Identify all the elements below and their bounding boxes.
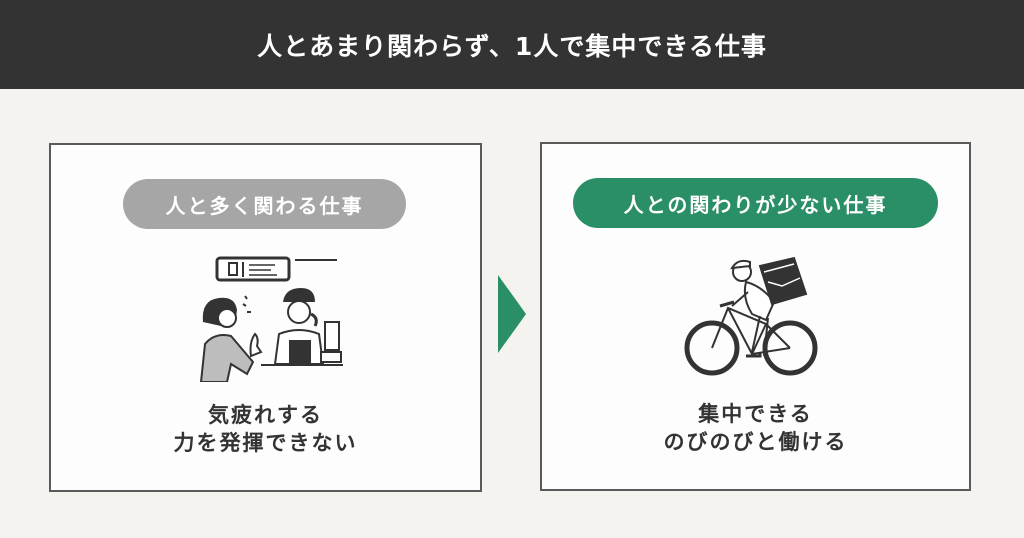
caption-line-2: のびのびと働ける [663,430,848,454]
card-many-interactions: 人と多く関わる仕事 気疲れする 力を発揮できない [49,143,482,492]
shop-clerk-illustration-icon [199,256,343,382]
delivery-cyclist-illustration-icon [684,256,818,376]
card-few-interactions: 人との関わりが少ない仕事 集中できる のびのびと働ける [540,142,971,491]
caption-line-1: 集中できる [698,402,813,426]
right-arrow-icon [498,275,526,353]
caption-many-interactions: 気疲れする 力を発揮できない [51,401,480,457]
caption-line-1: 気疲れする [208,403,323,427]
page-title: 人とあまり関わらず、1人で集中できる仕事 [257,31,767,61]
header-bar: 人とあまり関わらず、1人で集中できる仕事 [0,0,1024,89]
caption-few-interactions: 集中できる のびのびと働ける [542,400,969,456]
label-pill-many-interactions: 人と多く関わる仕事 [123,179,406,229]
label-pill-few-interactions: 人との関わりが少ない仕事 [573,178,938,228]
caption-line-2: 力を発揮できない [173,431,358,455]
